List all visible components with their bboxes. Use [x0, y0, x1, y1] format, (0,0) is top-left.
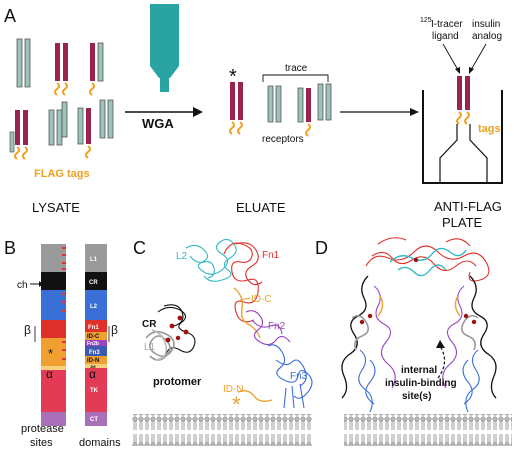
protomer-residues — [165, 315, 189, 343]
panel-c: C — [132, 238, 313, 446]
domain-label-l1: L1 — [90, 257, 98, 263]
protomer-ribbon — [145, 238, 313, 409]
binding-site-arrow — [437, 345, 446, 379]
eluate-label: ELUATE — [236, 200, 286, 215]
site-label-line3: site(s) — [402, 391, 431, 402]
panel-a-letter: A — [4, 6, 16, 26]
site-label-line2: insulin-binding — [385, 378, 457, 389]
idn-asterisk: * — [232, 392, 241, 417]
label-fn3: Fn3 — [290, 371, 308, 382]
ch-label: ch — [17, 280, 28, 291]
anti-flag-plate: 125 I-tracer ligand insulin analog tags — [420, 17, 503, 184]
lysate-receptors — [9, 38, 114, 160]
alpha-right: α — [89, 367, 96, 381]
domain-label-l2: L2 — [90, 304, 98, 310]
label-idn: ID-N — [223, 384, 244, 395]
domain-label-idn: ID-N — [87, 358, 99, 364]
plate-label-line2: PLATE — [442, 215, 483, 230]
beta-right: β — [111, 323, 118, 337]
label-l1: L1 — [144, 342, 156, 353]
domain-label-fn2b: Fn2b — [87, 341, 99, 347]
domains-bar — [85, 244, 107, 426]
flag-tags-label: FLAG tags — [34, 168, 90, 180]
wga-label: WGA — [142, 116, 174, 131]
domain-label-fn3: Fn3 — [89, 350, 100, 356]
protease-asterisk: * — [48, 346, 53, 361]
dimer-residues — [359, 257, 477, 325]
receptors-label: receptors — [262, 134, 304, 145]
protease-sites-bar — [41, 244, 66, 426]
domain-label-jm: JM — [90, 364, 96, 369]
domain-label-tk: TK — [90, 388, 99, 394]
tracer-label: I-tracer — [431, 19, 463, 30]
domains-label: domains — [79, 437, 121, 449]
protease-sites-line2: sites — [30, 437, 53, 449]
domain-label-cr: CR — [89, 280, 98, 286]
wga-column — [150, 4, 179, 92]
membrane-c — [132, 414, 312, 446]
beta-left: β — [24, 323, 31, 337]
domain-labels: L1 CR L2 Fn1 ID-C Fn2b Fn3 ID-N JM TK CT — [87, 257, 100, 423]
protease-sites-line1: protease — [21, 423, 64, 435]
panel-c-letter: C — [133, 238, 146, 258]
trace-bracket — [262, 74, 329, 82]
panel-b: B * ch β α protease s — [4, 238, 121, 449]
membrane-d — [344, 414, 512, 446]
domain-label-fn1: Fn1 — [88, 325, 99, 331]
label-fn2: Fn2 — [268, 321, 286, 332]
alpha-left: α — [46, 367, 53, 381]
analog-label: analog — [472, 31, 502, 42]
label-l2: L2 — [176, 251, 188, 262]
domain-label-ct: CT — [90, 417, 98, 423]
label-cr: CR — [142, 319, 157, 330]
panel-a: A — [4, 4, 503, 230]
tracer-superscript: 125 — [420, 17, 432, 24]
trace-label: trace — [285, 63, 308, 74]
eluate-receptors: * — [229, 66, 332, 137]
plate-label-line1: ANTI-FLAG — [434, 199, 502, 214]
panel-d: D internal in — [315, 237, 512, 446]
eluate-asterisk: * — [229, 66, 237, 88]
panel-b-letter: B — [4, 238, 16, 258]
label-idc: ID-C — [251, 294, 272, 305]
insulin-label: insulin — [472, 19, 500, 30]
panel-d-letter: D — [315, 238, 328, 258]
dimer-ribbon — [341, 237, 497, 413]
tags-label: tags — [478, 123, 501, 135]
lysate-label: LYSATE — [32, 200, 80, 215]
domain-label-idc: ID-C — [87, 334, 100, 340]
tracer-ligand-label: ligand — [432, 31, 459, 42]
protomer-label: protomer — [153, 376, 202, 388]
label-fn1: Fn1 — [262, 250, 280, 261]
site-label-line1: internal — [401, 365, 437, 376]
